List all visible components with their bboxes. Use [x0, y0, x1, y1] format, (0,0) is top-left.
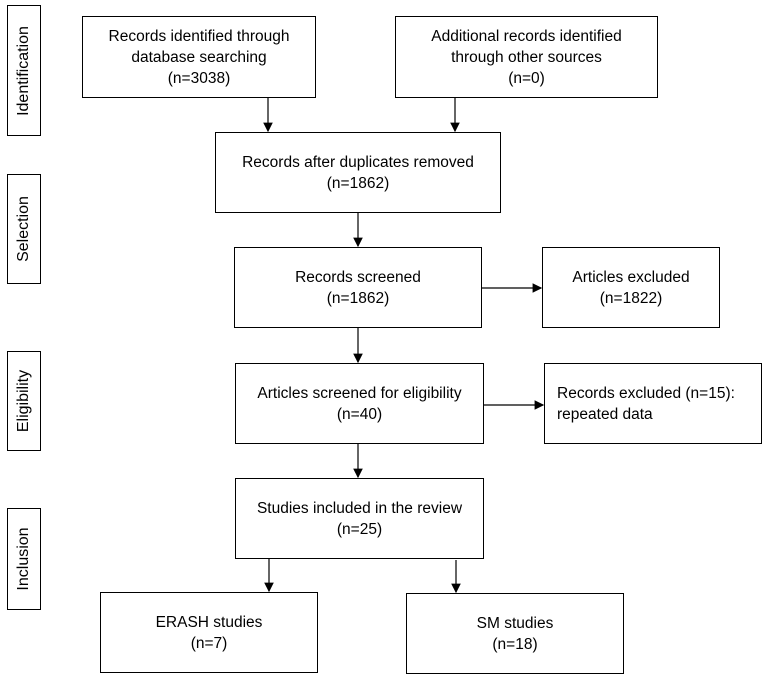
erash-studies-box: ERASH studies (n=7)	[100, 592, 318, 673]
box-text: repeated data	[557, 405, 653, 423]
articles-excluded-box: Articles excluded (n=1822)	[542, 247, 720, 328]
box-text: Records screened	[295, 268, 421, 286]
deduplicated-box: Records after duplicates removed (n=1862…	[215, 132, 501, 213]
box-text: Records after duplicates removed	[242, 153, 474, 171]
box-count: (n=25)	[336, 520, 383, 538]
box-text: Articles excluded	[572, 268, 690, 286]
box-text: Studies included in the review	[256, 499, 463, 517]
other-sources-box: Additional records identified through ot…	[395, 16, 658, 98]
box-text: database searching	[131, 48, 267, 66]
box-text: ERASH studies	[155, 613, 263, 631]
eligibility-box: Articles screened for eligibility (n=40)	[235, 363, 484, 444]
phase-eligibility: Eligibility	[7, 351, 41, 451]
screened-box: Records screened (n=1862)	[234, 247, 482, 328]
sm-studies-box: SM studies (n=18)	[406, 593, 624, 674]
box-count: (n=0)	[508, 69, 545, 87]
box-text: Articles screened for eligibility	[257, 384, 462, 402]
box-text: Records identified through	[108, 27, 290, 45]
box-count: (n=3038)	[167, 69, 231, 87]
box-count: (n=1862)	[326, 289, 390, 307]
box-text: through other sources	[451, 48, 602, 66]
phase-selection: Selection	[7, 174, 41, 284]
box-text: Additional records identified	[431, 27, 622, 45]
database-records-box: Records identified through database sear…	[82, 16, 316, 98]
records-excluded-box: Records excluded (n=15): repeated data	[544, 363, 762, 444]
box-count: (n=1822)	[599, 289, 663, 307]
phase-inclusion: Inclusion	[7, 508, 41, 610]
included-box: Studies included in the review (n=25)	[235, 478, 484, 559]
box-count: (n=1862)	[326, 174, 390, 192]
box-count: (n=7)	[190, 634, 228, 652]
box-count: (n=40)	[336, 405, 383, 423]
box-text: Records excluded (n=15):	[557, 384, 735, 402]
box-count: (n=18)	[492, 635, 538, 653]
box-text: SM studies	[476, 614, 554, 632]
phase-identification: Identification	[7, 5, 41, 136]
